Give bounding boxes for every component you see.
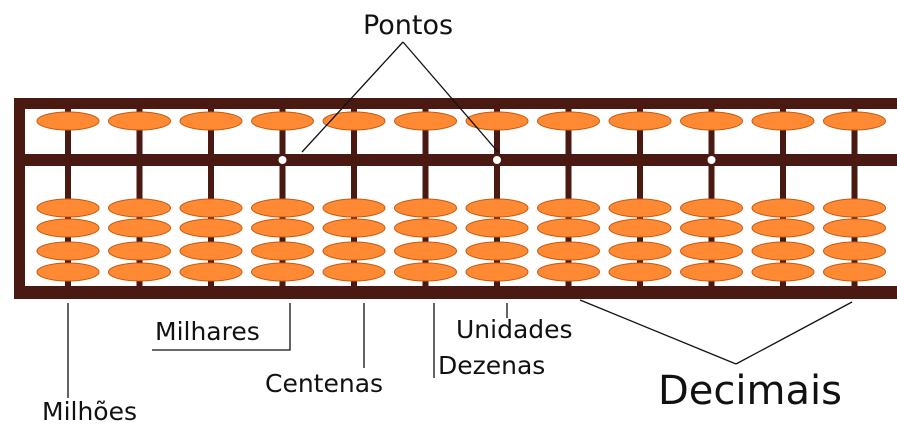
lower-bead[interactable] — [608, 198, 672, 218]
lower-bead[interactable] — [465, 198, 529, 218]
upper-bead[interactable] — [823, 111, 886, 131]
rod — [494, 106, 500, 288]
lower-bead[interactable] — [608, 218, 672, 238]
upper-bead[interactable] — [680, 111, 743, 131]
lower-bead[interactable] — [608, 262, 672, 282]
lower-bead[interactable] — [394, 198, 457, 218]
rods — [65, 106, 858, 288]
rod — [565, 106, 572, 288]
decimais-leader-left — [579, 299, 737, 365]
lower-bead[interactable] — [36, 218, 100, 238]
label-milhares: Milhares — [155, 317, 260, 346]
unit-points — [278, 156, 716, 164]
upper-bead[interactable] — [36, 111, 100, 131]
lower-bead[interactable] — [608, 241, 672, 261]
lower-bead[interactable] — [537, 198, 600, 218]
lower-bead[interactable] — [751, 241, 815, 261]
lower-bead[interactable] — [823, 262, 886, 282]
lower-bead[interactable] — [394, 262, 457, 282]
upper-bead[interactable] — [394, 111, 457, 131]
lower-bead[interactable] — [823, 218, 886, 238]
frame-divider-bar — [14, 154, 897, 166]
lower-bead[interactable] — [108, 262, 171, 282]
rod — [780, 106, 786, 288]
lower-bead[interactable] — [322, 262, 386, 282]
lower-bead[interactable] — [108, 241, 171, 261]
label-pontos: Pontos — [363, 10, 453, 41]
beads — [36, 111, 886, 282]
upper-bead[interactable] — [108, 111, 171, 131]
label-milhoes: Milhões — [42, 397, 137, 426]
rod — [708, 106, 715, 288]
lower-bead[interactable] — [251, 241, 314, 261]
lower-bead[interactable] — [179, 262, 243, 282]
label-centenas: Centenas — [265, 369, 383, 398]
decimais-leader-right — [735, 301, 853, 365]
lower-bead[interactable] — [251, 262, 314, 282]
upper-bead[interactable] — [608, 111, 672, 131]
lower-bead[interactable] — [394, 241, 457, 261]
milhares-leader — [152, 303, 291, 351]
lower-bead[interactable] — [108, 198, 171, 218]
pontos-pointer-right — [402, 41, 499, 153]
lower-bead[interactable] — [751, 218, 815, 238]
upper-bead[interactable] — [251, 111, 314, 131]
frame-bottom-bar — [14, 286, 897, 299]
pontos-pointer-left — [301, 41, 404, 153]
label-dezenas: Dezenas — [438, 351, 545, 380]
lower-bead[interactable] — [537, 241, 600, 261]
lower-bead[interactable] — [537, 262, 600, 282]
label-decimais: Decimais — [658, 368, 842, 414]
lower-bead[interactable] — [823, 198, 886, 218]
lower-bead[interactable] — [465, 241, 529, 261]
lower-bead[interactable] — [751, 262, 815, 282]
label-unidades: Unidades — [456, 315, 573, 344]
lower-bead[interactable] — [751, 198, 815, 218]
rod — [637, 106, 643, 288]
lower-bead[interactable] — [322, 198, 386, 218]
upper-bead[interactable] — [751, 111, 815, 131]
rod — [351, 106, 357, 288]
lower-bead[interactable] — [179, 198, 243, 218]
lower-bead[interactable] — [394, 218, 457, 238]
lower-bead[interactable] — [823, 241, 886, 261]
lower-bead[interactable] — [465, 218, 529, 238]
lower-bead[interactable] — [465, 262, 529, 282]
lower-bead[interactable] — [36, 262, 100, 282]
lower-bead[interactable] — [179, 218, 243, 238]
upper-bead[interactable] — [465, 111, 529, 131]
upper-bead[interactable] — [537, 111, 600, 131]
lower-bead[interactable] — [680, 218, 743, 238]
rod — [208, 106, 214, 288]
unit-point — [707, 156, 716, 164]
rod — [851, 106, 858, 288]
lower-bead[interactable] — [322, 218, 386, 238]
upper-bead[interactable] — [322, 111, 386, 131]
lower-bead[interactable] — [322, 241, 386, 261]
rod — [279, 106, 286, 288]
lower-bead[interactable] — [251, 198, 314, 218]
frame-left-bar — [14, 98, 25, 299]
lower-bead[interactable] — [680, 198, 743, 218]
unit-point — [493, 156, 501, 164]
lower-bead[interactable] — [36, 198, 100, 218]
lower-bead[interactable] — [251, 218, 314, 238]
upper-bead[interactable] — [179, 111, 243, 131]
rod — [136, 106, 143, 288]
annotation-lines — [67, 41, 853, 398]
lower-bead[interactable] — [680, 262, 743, 282]
lower-bead[interactable] — [179, 241, 243, 261]
lower-bead[interactable] — [36, 241, 100, 261]
rod — [65, 106, 71, 288]
rod — [422, 106, 429, 288]
lower-bead[interactable] — [108, 218, 171, 238]
unit-point — [278, 156, 287, 164]
lower-bead[interactable] — [680, 241, 743, 261]
lower-bead[interactable] — [537, 218, 600, 238]
